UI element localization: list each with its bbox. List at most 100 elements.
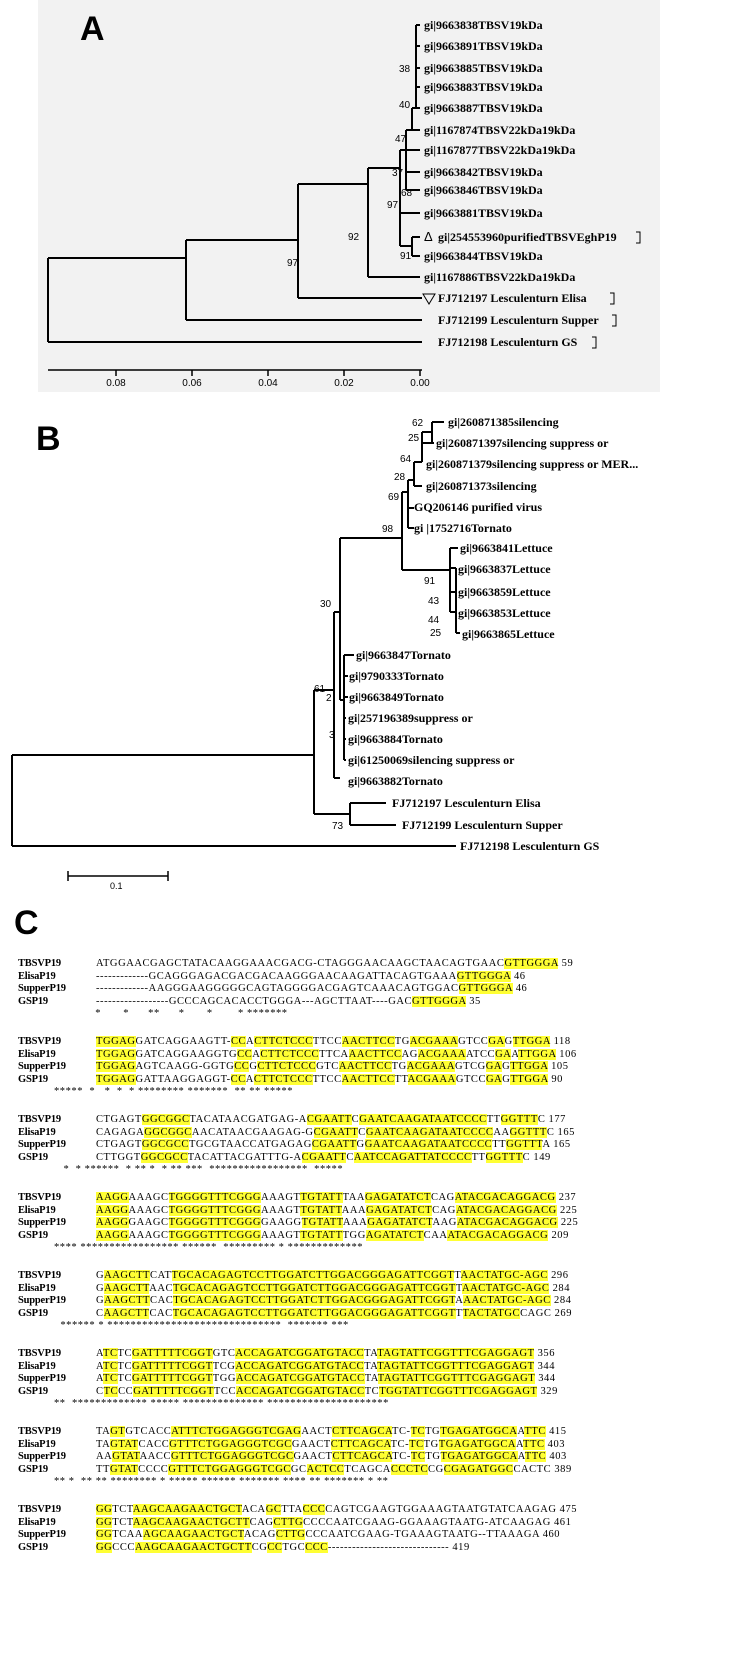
conserved-highlight: GG xyxy=(96,1529,113,1540)
tree-a-bootstrap: 92 xyxy=(348,232,360,243)
sequence-name: GSP19 xyxy=(18,1073,48,1085)
conserved-highlight: TGCACAGAGTCCTTGGATCTTGGACGGGAGATTCGGT xyxy=(173,1295,456,1306)
conserved-highlight: GTTTCTGGAGGGTCGC xyxy=(171,1451,294,1462)
tree-a-bootstrap: 97 xyxy=(287,258,299,269)
conserved-highlight: GTAT xyxy=(109,1463,139,1475)
tree-a-bootstrap: 47 xyxy=(395,134,407,145)
tree-a-axis-tick-label: 0.02 xyxy=(334,378,354,389)
tree-a-leaf-label: gi|1167877TBSV22kDa19kDa xyxy=(424,143,575,157)
tree-b-leaf-label: gi|9663865Lettuce xyxy=(462,627,555,641)
sequence-name: SupperP19 xyxy=(18,1217,66,1228)
conserved-highlight: AAGG xyxy=(96,1192,129,1203)
sequence-name: SupperP19 xyxy=(18,983,66,994)
tree-a-axis-tick-label: 0.08 xyxy=(106,378,126,389)
sequence-text: -------------AAGGGAAGGGGGCAGTAGGGGACGAGT… xyxy=(96,983,528,994)
sequence-text: CAGAGAGGCGGCAACATAACGAAGAG-GCGAATTCGAATC… xyxy=(96,1126,575,1138)
sequence-name: ElisaP19 xyxy=(18,1516,56,1528)
tree-b-leaf-label: gi|61250069silencing suppress or xyxy=(348,753,515,767)
conserved-highlight: TTC xyxy=(524,1451,547,1462)
conserved-highlight: AACTTCC xyxy=(341,1073,395,1085)
tree-b-bootstrap: 43 xyxy=(428,596,440,607)
sequence-text: AAGTATAACCGTTTCTGGAGGGTCGCGAACTCTTCAGCAT… xyxy=(96,1451,567,1462)
sequence-text: TAGTGTCACCATTTCTGGAGGGTCGAGAACTCTTCAGCAT… xyxy=(96,1426,567,1437)
tree-a-bootstrap: 40 xyxy=(399,100,411,111)
conserved-highlight: CTTCAGCA xyxy=(332,1426,392,1437)
conserved-highlight: CTTG xyxy=(275,1529,306,1540)
conserved-highlight: CTTCAGCA xyxy=(330,1438,391,1450)
tree-b-leaf-label: gi|9663847Tornato xyxy=(356,648,451,662)
conserved-highlight: GA xyxy=(495,1048,512,1060)
conserved-highlight: ATACGACAGGACG xyxy=(447,1229,549,1241)
conserved-highlight: GAGATATCT xyxy=(366,1204,433,1216)
conserved-highlight: AAGCAAGAACTGCTT xyxy=(134,1541,252,1553)
tree-b-bootstrap: 98 xyxy=(382,524,394,535)
sequence-text: GGTCTAAGCAAGAACTGCTACAGCTTACCCCAGTCGAAGT… xyxy=(96,1504,578,1515)
tree-a-leaf-label: gi|9663838TBSV19kDa xyxy=(424,18,543,32)
conserved-highlight: TC xyxy=(102,1360,118,1372)
tree-b-leaf-label: gi|9663859Lettuce xyxy=(458,585,551,599)
conserved-highlight: ACCAGATCGGATGTACC xyxy=(236,1385,365,1397)
conserved-highlight: GA xyxy=(486,1073,503,1085)
conserved-highlight: GTTGGGA xyxy=(412,995,467,1007)
tree-a-bootstrap: 37 xyxy=(392,168,404,179)
sequence-name: GSP19 xyxy=(18,1463,48,1475)
tree-b-leaf-label: gi|9663841Lettuce xyxy=(460,541,553,555)
sequence-text: CTGAGTGGCGCCTGCGTAACCATGAGAGCGAATTGGAATC… xyxy=(96,1139,571,1150)
sequence-text: TTGTATCCCCGTTTCTGGAGGGTCGCGCACTCCTCAGCAC… xyxy=(96,1463,572,1475)
conserved-highlight: GTAT xyxy=(112,1451,140,1462)
conserved-highlight: TGCACAGAGTCCTTGGATCTTGGACGGGAGATTCGGT xyxy=(172,1307,456,1319)
conserved-highlight: TTGGA xyxy=(510,1073,549,1085)
sequence-name: SupperP19 xyxy=(18,1529,66,1540)
conserved-highlight: TGCACAGAGTCCTTGGATCTTGGACGGGAGATTCGGT xyxy=(173,1282,456,1294)
sequence-name: TBSVP19 xyxy=(18,1114,61,1125)
conservation-stars: ** * ** ** ******** * ***** ****** *****… xyxy=(54,1476,389,1487)
conserved-highlight: CTTCTCCC xyxy=(254,1036,313,1047)
conserved-highlight: TGCACAGAGTCCTTGGATCTTGGACGGGAGATTCGGT xyxy=(171,1270,455,1281)
tree-b-bootstrap: 28 xyxy=(394,472,406,483)
conservation-stars: ***** * * * * ******** ******* ** ** ***… xyxy=(54,1086,294,1097)
tree-a-leaf-label: gi|9663881TBSV19kDa xyxy=(424,206,543,220)
conserved-highlight: CC xyxy=(237,1048,253,1060)
tree-a-leaf-label: gi|1167874TBSV22kDa19kDa xyxy=(424,123,575,137)
conserved-highlight: TGGGGTTTCGGG xyxy=(168,1192,261,1203)
conserved-highlight: CGAATT xyxy=(306,1114,352,1125)
conserved-highlight: TTGGA xyxy=(510,1061,548,1072)
conserved-highlight: TGGGGTTTCGGG xyxy=(168,1217,261,1228)
tree-a-bootstrap: 68 xyxy=(401,188,413,199)
tree-a-leaf-label: gi|9663842TBSV19kDa xyxy=(424,165,543,179)
conserved-highlight: TTC xyxy=(523,1438,545,1450)
tree-a-leaf-label: gi|9663887TBSV19kDa xyxy=(424,101,543,115)
tree-a-leaf-label: gi|9663844TBSV19kDa xyxy=(424,249,543,263)
conserved-highlight: CC xyxy=(230,1036,247,1047)
conserved-highlight: ACGAAA xyxy=(417,1048,467,1060)
panel-label-b: B xyxy=(36,420,61,458)
conserved-highlight: GTTTCTGGAGGGTCGC xyxy=(169,1438,292,1450)
tree-b-bootstrap: 69 xyxy=(388,492,400,503)
tree-b-leaf-label: gi|260871373silencing xyxy=(426,479,537,493)
tree-a xyxy=(47,24,422,371)
tree-b-bootstrap: 91 xyxy=(424,576,436,587)
sequence-text: GGTCAAAGCAAGAACTGCTACAGCTTGCCCAATCGAAG-T… xyxy=(96,1529,561,1540)
tree-a-leaf-label: gi|1167886TBSV22kDa19kDa xyxy=(424,270,575,284)
conserved-highlight: CTTCTCCC xyxy=(253,1073,313,1085)
conserved-highlight: GG xyxy=(96,1541,113,1553)
sequence-text: CTTGGTGGCGCCTACATTACGATTTG-ACGAATTCAATCC… xyxy=(96,1151,551,1163)
conserved-highlight: TC xyxy=(410,1451,426,1462)
sequence-text: AAGGAAAGCTGGGGTTTCGGGAAAGTTGTATTTGGAGATA… xyxy=(96,1229,569,1241)
conserved-highlight: GTTGGGA xyxy=(458,983,513,994)
tree-b-leaf-label: gi|9663884Tornato xyxy=(348,732,443,746)
conserved-highlight: CTTG xyxy=(273,1516,304,1528)
conserved-highlight: TGTATT xyxy=(300,1229,343,1241)
conserved-highlight: GAGATATCT xyxy=(367,1217,433,1228)
conserved-highlight: CCCTC xyxy=(390,1463,429,1475)
conserved-highlight: AAGG xyxy=(96,1204,129,1216)
conserved-highlight: TGGAG xyxy=(96,1073,136,1085)
conserved-highlight: TGGTATTCGGTTTCGAGGAGT xyxy=(379,1385,538,1397)
sequence-text: -------------GCAGGGAGACGACGACAAGGGAACAAG… xyxy=(96,970,526,982)
conserved-highlight: TC xyxy=(409,1438,424,1450)
conserved-highlight: TGAGATGGCA xyxy=(440,1451,518,1462)
tree-a-bootstrap: 97 xyxy=(387,200,399,211)
sequence-name: ElisaP19 xyxy=(18,1126,56,1138)
conserved-highlight: CGAATT xyxy=(313,1126,359,1138)
conserved-highlight: ATACGACAGGACG xyxy=(455,1204,557,1216)
